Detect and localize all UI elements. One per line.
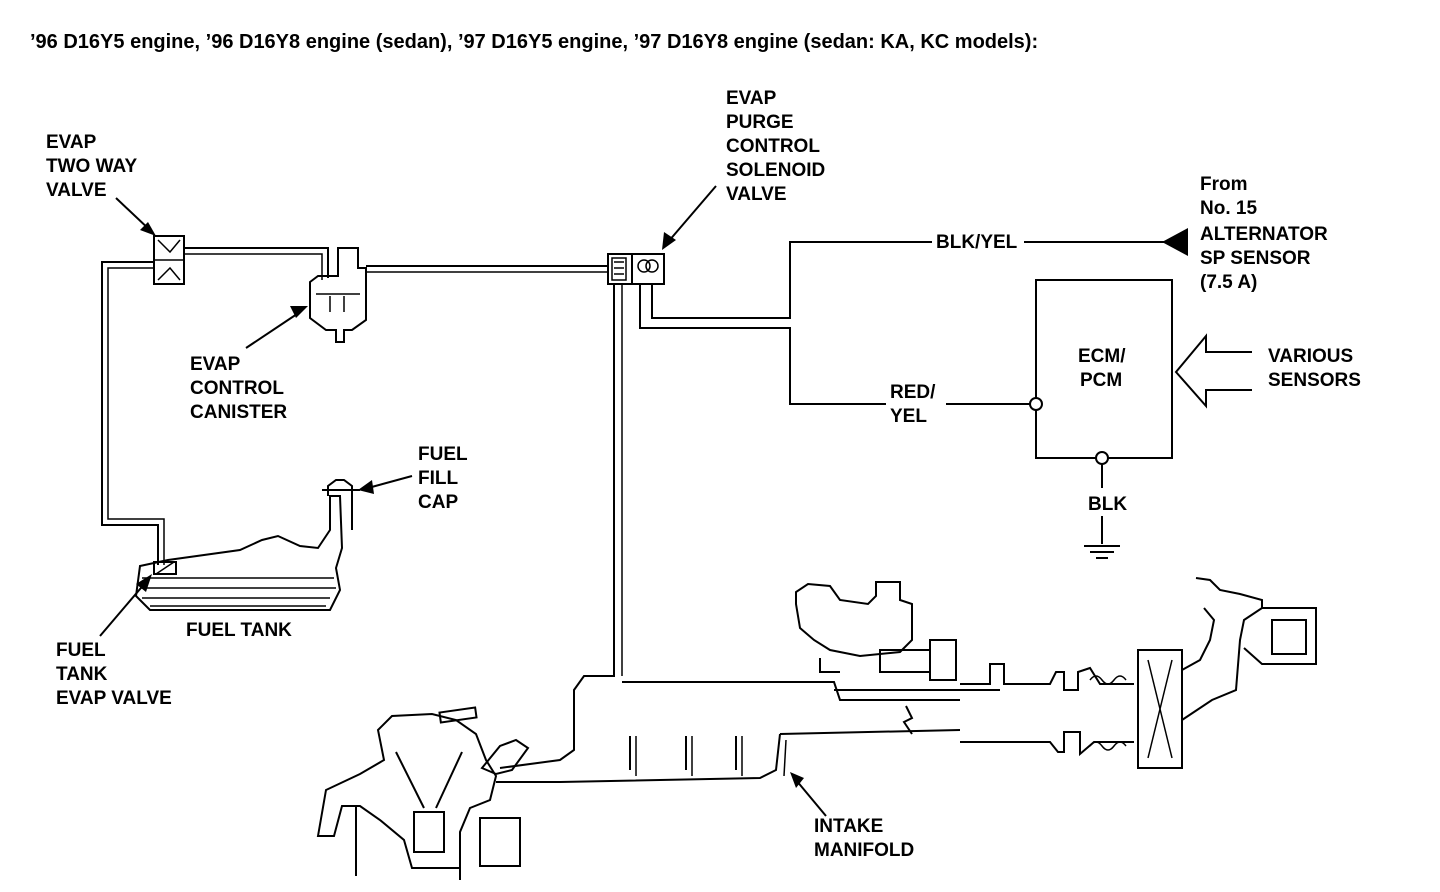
- vapor-line-tank-inner: [107, 267, 165, 565]
- label-line: MANIFOLD: [814, 840, 914, 861]
- label-line: SOLENOID: [726, 160, 825, 181]
- ecm-pcm-box: [1035, 279, 1173, 459]
- label-line: FUEL: [418, 444, 468, 465]
- wire-label-yel: YEL: [890, 406, 927, 427]
- purge-solenoid-label: EVAP PURGE CONTROL SOLENOID VALVE: [726, 88, 825, 205]
- arrow-icon: [290, 306, 308, 318]
- solenoid-leader: [667, 185, 717, 243]
- label-line: TWO WAY: [46, 156, 137, 177]
- label-line: VARIOUS: [1268, 346, 1353, 367]
- label-line: EVAP: [726, 88, 777, 109]
- diagram-title: ’96 D16Y5 engine, ’96 D16Y8 engine (seda…: [30, 31, 1038, 53]
- label-line: SP SENSOR: [1200, 248, 1311, 269]
- label-line: VALVE: [726, 184, 787, 205]
- label-line: INTAKE: [814, 816, 883, 837]
- canister-leader: [245, 311, 301, 349]
- label-line: FILL: [418, 468, 458, 489]
- wire-label-blk: BLK: [1088, 494, 1127, 515]
- two-way-valve: [153, 235, 185, 285]
- fuel-tank-label: FUEL TANK: [186, 620, 292, 641]
- label-line: TANK: [56, 664, 108, 685]
- canister-label: EVAP CONTROL CANISTER: [190, 354, 287, 423]
- ground-icon: [1084, 545, 1120, 559]
- label-line: (7.5 A): [1200, 272, 1257, 293]
- fuel-tank: [134, 495, 344, 611]
- label-line: PURGE: [726, 112, 794, 133]
- wire-label-red: RED/: [890, 382, 936, 403]
- label-line: CANISTER: [190, 402, 287, 423]
- fuel-tank-evap-valve-label: FUEL TANK EVAP VALVE: [56, 640, 172, 709]
- various-sensors-label: VARIOUS SENSORS: [1268, 346, 1361, 391]
- label-line: SENSORS: [1268, 370, 1361, 391]
- label-line: EVAP VALVE: [56, 688, 172, 709]
- intake-leader: [795, 779, 827, 817]
- throttle-body: [795, 581, 1000, 691]
- intake-manifold: [496, 705, 961, 783]
- fuel-fill-cap-label: FUEL FILL CAP: [418, 444, 468, 513]
- air-intake-duct: [960, 577, 1317, 769]
- power-source-arrow-icon: [1162, 228, 1188, 256]
- purge-solenoid-valve: [607, 253, 665, 285]
- vapor-line-tank: [101, 261, 159, 565]
- fuel-fill-cap: [322, 479, 360, 530]
- arrow-icon: [136, 574, 152, 592]
- wire-blk-yel: [651, 241, 1176, 319]
- arrow-icon: [662, 232, 676, 250]
- terminal-blk: [1095, 451, 1109, 465]
- label-line: VALVE: [46, 180, 107, 201]
- evap-canister: [309, 247, 367, 343]
- vapor-line-canister: [184, 247, 329, 278]
- label-line: EVAP: [190, 354, 241, 375]
- label-line: From: [1200, 174, 1248, 195]
- label-line: EVAP: [46, 132, 97, 153]
- wire-label-bg: [886, 380, 946, 428]
- power-source-label: From No. 15 ALTERNATOR SP SENSOR (7.5 A): [1200, 174, 1328, 293]
- wire-label-bg: [932, 230, 1024, 252]
- wire-red-yel: [639, 284, 1038, 405]
- ecm-label: ECM/: [1078, 346, 1126, 367]
- tank-valve-leader: [99, 581, 147, 637]
- pcm-label: PCM: [1080, 370, 1122, 391]
- fill-cap-leader: [367, 475, 413, 489]
- label-line: FUEL: [56, 640, 106, 661]
- sensor-input-arrow-icon: [1174, 333, 1252, 409]
- label-line: No. 15: [1200, 198, 1257, 219]
- terminal-red-yel: [1029, 397, 1043, 411]
- arrow-icon: [358, 480, 374, 494]
- label-line: CAP: [418, 492, 458, 513]
- vacuum-line-intake: [499, 284, 615, 769]
- vapor-line-canister-inner: [184, 253, 323, 280]
- arrow-icon: [790, 772, 804, 788]
- intake-manifold-label: INTAKE MANIFOLD: [814, 816, 914, 861]
- label-line: ALTERNATOR: [1200, 224, 1328, 245]
- wire-label-blk-yel: BLK/YEL: [936, 232, 1018, 253]
- engine-cylinder-head: [316, 706, 530, 880]
- label-line: CONTROL: [190, 378, 284, 399]
- label-line: CONTROL: [726, 136, 820, 157]
- arrow-icon: [140, 222, 156, 236]
- two-way-valve-label: EVAP TWO WAY VALVE: [46, 132, 137, 201]
